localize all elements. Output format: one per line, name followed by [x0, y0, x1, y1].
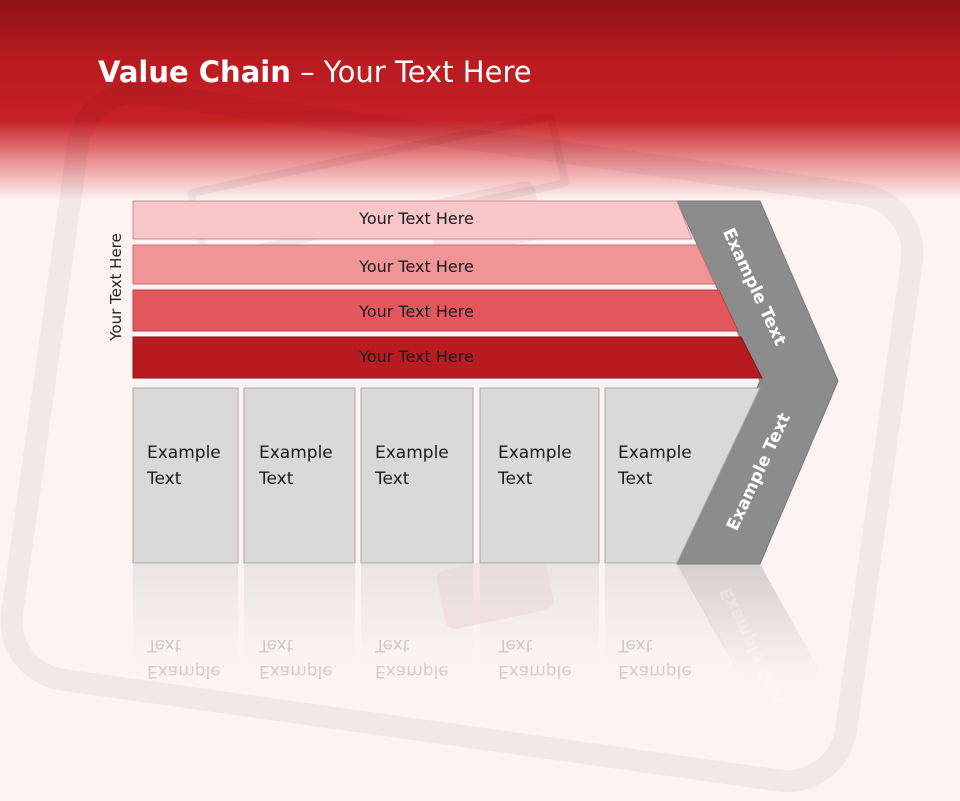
- reflection-line2: Text: [259, 635, 294, 655]
- reflection-line1: Example: [375, 661, 449, 681]
- bar-label: Your Text Here: [359, 209, 474, 228]
- column-text-line1: Example: [375, 443, 449, 463]
- page-title: Value Chain – Your Text Here: [98, 55, 532, 89]
- reflection-line2: Text: [375, 635, 410, 655]
- title-bold: Value Chain: [98, 55, 291, 89]
- column-box: [132, 387, 239, 564]
- column-text-reflection: Example Text: [618, 632, 692, 684]
- column-text-line2: Text: [498, 469, 533, 489]
- reflection-box: [361, 564, 473, 704]
- column-text-line1: Example: [259, 443, 333, 463]
- column-text-line2: Text: [259, 469, 294, 489]
- reflection-arrow: [677, 564, 838, 704]
- reflection-line2: Text: [147, 635, 182, 655]
- column-text-reflection: Example Text: [375, 632, 449, 684]
- column-text-reflection: Example Text: [147, 632, 221, 684]
- reflection-line2: Text: [618, 635, 653, 655]
- column-text-reflection: Example Text: [498, 632, 572, 684]
- reflection-box: [480, 564, 599, 704]
- column-text-line2: Text: [618, 469, 653, 489]
- column-box: [479, 387, 600, 564]
- column-text-line1: Example: [618, 443, 692, 463]
- column-text-line1: Example: [498, 443, 572, 463]
- reflection-box: [133, 564, 238, 704]
- column-box: [243, 387, 356, 564]
- reflection-line1: Example: [618, 661, 692, 681]
- bar-shape: [132, 200, 693, 240]
- bar-label: Your Text Here: [359, 302, 474, 321]
- column-box: [360, 387, 474, 564]
- column-text-reflection: Example Text: [259, 632, 333, 684]
- bar-label: Your Text Here: [359, 257, 474, 276]
- reflection-box: [244, 564, 355, 704]
- reflection-box: [605, 564, 760, 704]
- value-chain-diagram: [132, 200, 839, 704]
- reflection-line1: Example: [259, 661, 333, 681]
- column-box: [604, 387, 761, 564]
- bar-shape: [132, 244, 716, 285]
- reflection-line1: Example: [147, 661, 221, 681]
- reflection-line1: Example: [498, 661, 572, 681]
- bar-shape: [132, 289, 739, 332]
- column-text-line2: Text: [375, 469, 410, 489]
- header-banner: [0, 0, 960, 200]
- chevron-arrow: [676, 200, 839, 565]
- bar-label: Your Text Here: [359, 347, 474, 366]
- reflection-line2: Text: [498, 635, 533, 655]
- column-text-line2: Text: [147, 469, 182, 489]
- reflection-group: [133, 564, 838, 704]
- column-text-line1: Example: [147, 443, 221, 463]
- bar-shape: [132, 336, 763, 379]
- title-rest: – Your Text Here: [290, 55, 532, 89]
